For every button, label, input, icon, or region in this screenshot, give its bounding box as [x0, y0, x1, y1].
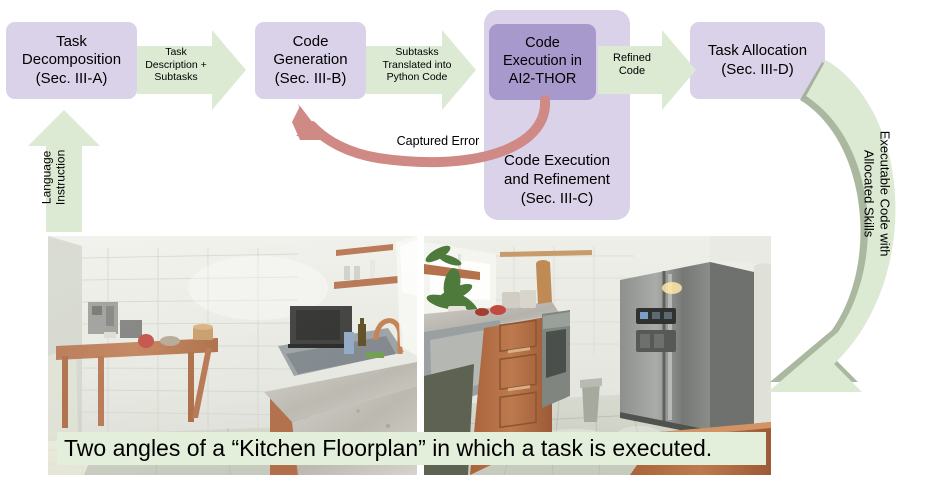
node-task-decomposition-label: Task Decomposition (Sec. III-A)	[21, 33, 122, 87]
edge-label-subtasks-python-code: Subtasks Translated into Python Code	[382, 46, 452, 84]
figure-caption: Two angles of a “Kitchen Floorplan” in w…	[64, 435, 713, 461]
node-code-generation[interactable]: Code Generation (Sec. III-B)	[255, 22, 366, 99]
node-code-execution-refinement-label: Code Execution and Refinement (Sec. III-…	[504, 152, 610, 207]
node-code-execution-ai2thor-label: Code Execution in AI2-THOR	[503, 35, 582, 87]
node-task-allocation[interactable]: Task Allocation (Sec. III-D)	[690, 22, 825, 99]
edge-label-captured-error: Captured Error	[396, 134, 480, 148]
edge-label-executable-code-allocated-skills: Executable Code with Allocated Skills	[862, 130, 893, 257]
node-task-decomposition[interactable]: Task Decomposition (Sec. III-A)	[6, 22, 137, 99]
edge-label-refined-code: Refined Code	[613, 52, 651, 78]
edge-label-language-instruction: Language Instruction	[39, 149, 68, 206]
figure-caption-band: Two angles of a “Kitchen Floorplan” in w…	[57, 432, 766, 465]
edge-label-task-description-subtasks: Task Description + Subtasks	[145, 46, 207, 84]
node-task-allocation-label: Task Allocation (Sec. III-D)	[707, 42, 808, 78]
node-code-execution-ai2thor[interactable]: Code Execution in AI2-THOR	[489, 24, 596, 100]
node-code-generation-label: Code Generation (Sec. III-B)	[273, 33, 348, 87]
